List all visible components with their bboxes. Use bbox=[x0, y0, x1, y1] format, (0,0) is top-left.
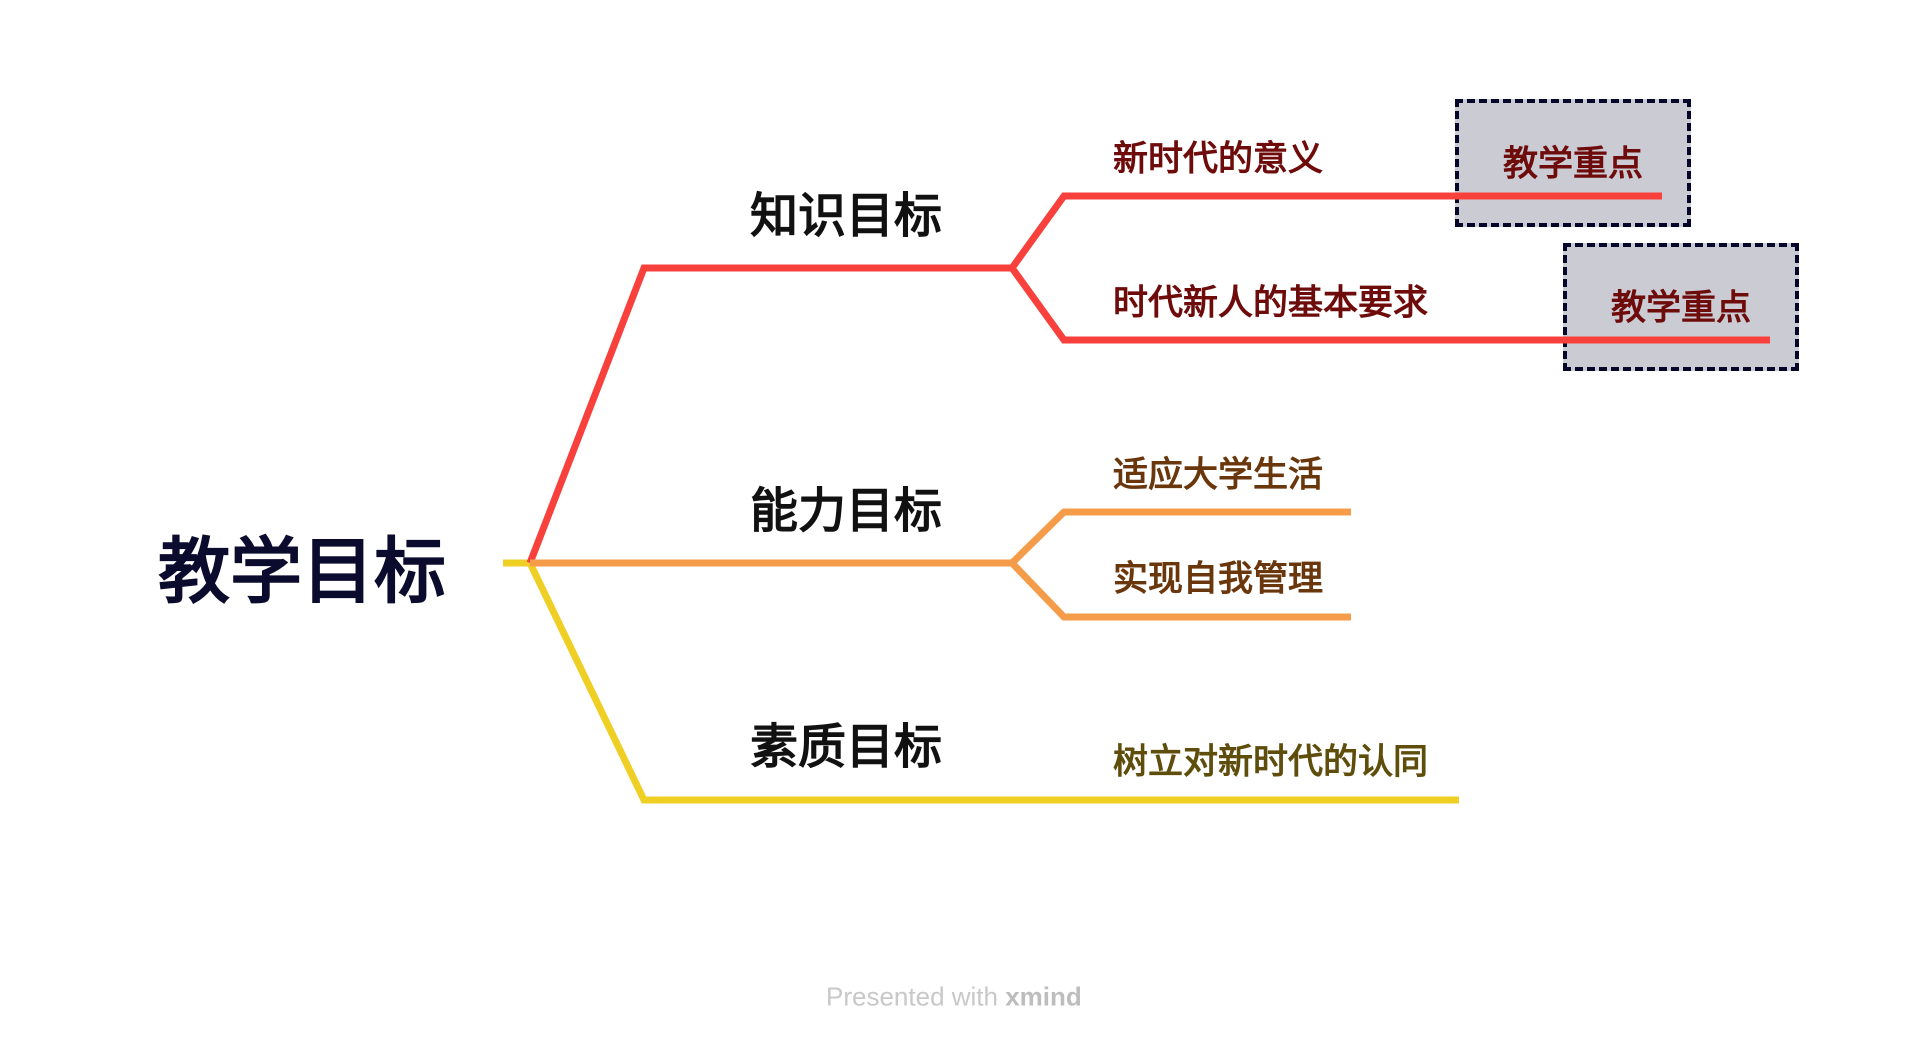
topic-knowledge-goal[interactable]: 知识目标 bbox=[750, 188, 943, 244]
xmind-logo: xmind bbox=[1005, 981, 1082, 1012]
red-sub-line-1 bbox=[1009, 192, 1662, 271]
subtopic-self-management[interactable]: 实现自我管理 bbox=[1113, 559, 1324, 600]
subtopic-identify-new-era[interactable]: 树立对新时代的认同 bbox=[1113, 742, 1429, 783]
root-topic[interactable]: 教学目标 bbox=[158, 529, 447, 614]
callout-key-point-1[interactable]: 教学重点 bbox=[1455, 99, 1691, 227]
orange-sub-line-1 bbox=[1009, 508, 1351, 566]
callout-label: 教学重点 bbox=[1502, 144, 1643, 185]
orange-sub-line-2 bbox=[1009, 560, 1351, 621]
red-branch-line bbox=[526, 264, 1012, 565]
topic-ability-goal[interactable]: 能力目标 bbox=[750, 483, 943, 539]
subtopic-basic-requirements[interactable]: 时代新人的基本要求 bbox=[1113, 283, 1429, 324]
callout-key-point-2[interactable]: 教学重点 bbox=[1563, 243, 1799, 371]
footer-prefix: Presented with bbox=[826, 981, 998, 1012]
topic-quality-goal[interactable]: 素质目标 bbox=[750, 719, 943, 775]
subtopic-new-era-meaning[interactable]: 新时代的意义 bbox=[1113, 139, 1324, 180]
red-sub-line-2 bbox=[1009, 265, 1770, 344]
callout-label: 教学重点 bbox=[1610, 288, 1751, 329]
presented-with-footer: Presented with xmind bbox=[826, 982, 1082, 1013]
subtopic-adapt-college-life[interactable]: 适应大学生活 bbox=[1113, 455, 1324, 496]
yellow-branch-line bbox=[526, 561, 1459, 804]
